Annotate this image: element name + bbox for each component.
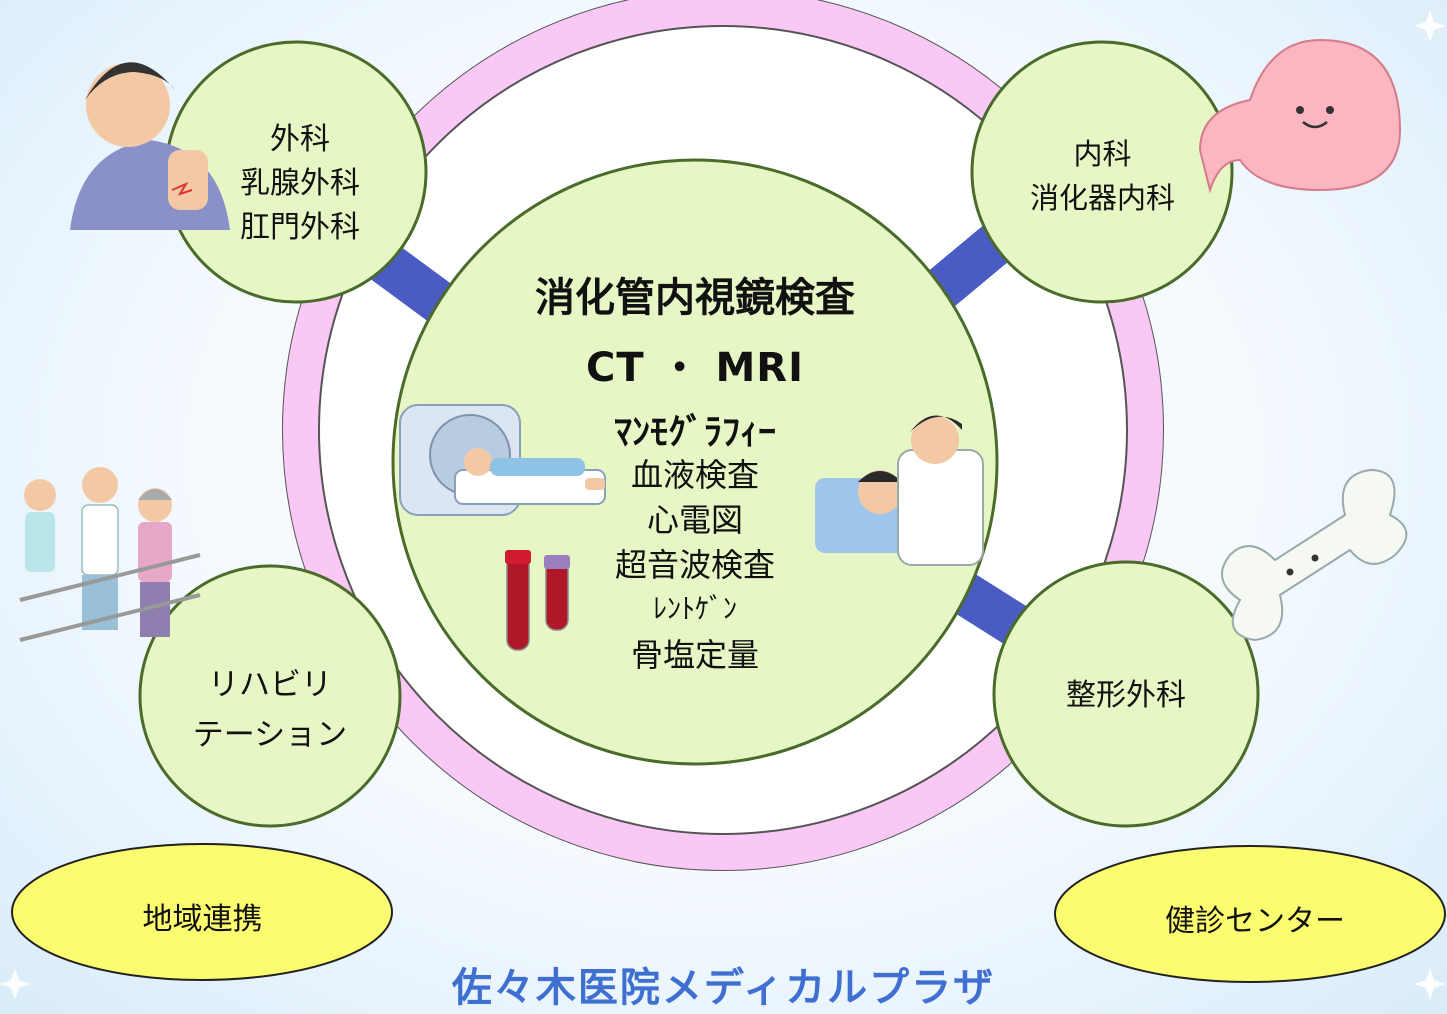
department-rehab: リハビリ テーション bbox=[165, 660, 375, 760]
center-title-mammography: ﾏﾝﾓｸﾞﾗﾌｨｰ bbox=[614, 412, 776, 453]
department-label: 消化器内科 bbox=[1029, 181, 1175, 215]
center-title-endoscopy: 消化管内視鏡検査 bbox=[535, 275, 855, 321]
blood-tubes-illustration bbox=[505, 550, 570, 651]
ultrasound-exam-illustration bbox=[815, 415, 984, 566]
oval-checkup bbox=[1054, 845, 1446, 983]
department-label: 整形外科 bbox=[1066, 678, 1186, 713]
department-orthopedics: 整形外科 bbox=[1020, 674, 1232, 718]
decor-stars bbox=[0, 10, 1446, 1000]
department-label: テーション bbox=[192, 717, 348, 753]
department-surgery: 外科 乳腺外科 肛門外科 bbox=[200, 118, 400, 250]
oval-regional bbox=[11, 843, 393, 981]
injured-man-illustration bbox=[70, 62, 230, 230]
department-label: 乳腺外科 bbox=[240, 166, 360, 201]
oval-checkup-label: 健診センター bbox=[1165, 904, 1345, 939]
oval-regional-label: 地域連携 bbox=[142, 902, 263, 937]
circle-internal bbox=[970, 40, 1234, 304]
ct-scanner-illustration bbox=[399, 404, 606, 516]
test-item: 血液検査 bbox=[630, 456, 759, 494]
department-label: 内科 bbox=[1073, 137, 1132, 171]
test-item: 超音波検査 bbox=[614, 546, 775, 584]
test-item: 心電図 bbox=[646, 501, 743, 539]
pink-ring bbox=[283, 0, 1163, 870]
department-label: リハビリ bbox=[208, 667, 332, 703]
department-internal: 内科 消化器内科 bbox=[1000, 132, 1205, 220]
center-circle bbox=[391, 158, 999, 766]
rehab-group-illustration bbox=[19, 467, 201, 642]
stomach-character-illustration bbox=[1198, 38, 1402, 194]
circle-orthopedics bbox=[992, 560, 1260, 828]
center-title-ct-mri: CT ・ MRI bbox=[586, 345, 804, 391]
department-label: 肛門外科 bbox=[240, 210, 360, 245]
test-item: 骨塩定量 bbox=[630, 636, 759, 674]
test-item: ﾚﾝﾄｹﾞﾝ bbox=[652, 592, 737, 625]
department-label: 外科 bbox=[270, 122, 330, 157]
circle-rehab bbox=[138, 564, 402, 828]
clinic-name-title: 佐々木医院メディカルプラザ bbox=[451, 965, 996, 1011]
bone-character-illustration bbox=[1221, 468, 1408, 642]
